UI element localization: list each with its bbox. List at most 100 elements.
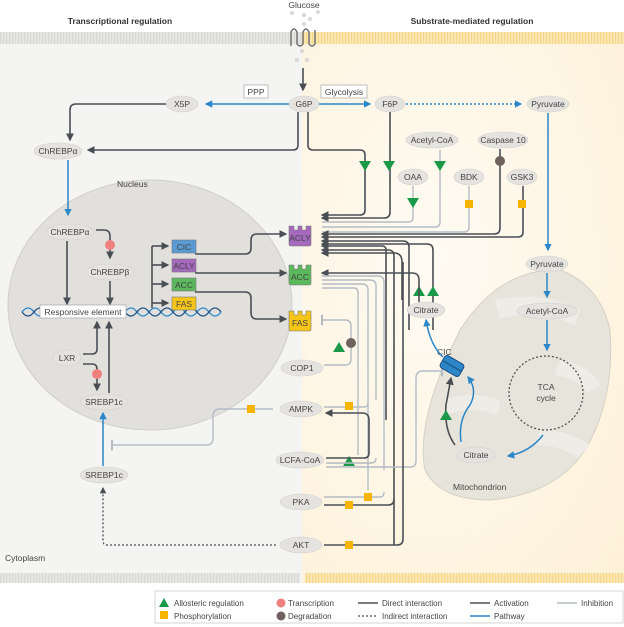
svg-text:F6P: F6P: [382, 99, 398, 109]
glucose-label: Glucose: [288, 0, 319, 10]
svg-text:G6P: G6P: [295, 99, 312, 109]
glucose-molecules: [290, 10, 320, 62]
svg-text:Pathway: Pathway: [494, 612, 525, 621]
svg-text:GSK3: GSK3: [511, 172, 534, 182]
svg-text:ACC: ACC: [175, 280, 193, 290]
node-pka: PKA: [279, 493, 323, 511]
node-lcfacoa: LCFA-CoA: [275, 451, 325, 469]
node-ampk: AMPK: [279, 400, 323, 418]
gene-acc: ACC: [152, 277, 197, 292]
legend-phosphorylation-icon: [160, 611, 168, 619]
gene-fas: FAS: [152, 296, 197, 311]
svg-text:Indirect interaction: Indirect interaction: [382, 612, 447, 621]
svg-text:BDK: BDK: [460, 172, 478, 182]
svg-text:Glycolysis: Glycolysis: [325, 87, 363, 97]
responsive-element-box: Responsive element: [39, 304, 127, 319]
legend: Allosteric regulation Phosphorylation Tr…: [154, 590, 624, 624]
phosphorylation-icon: [518, 200, 526, 208]
ppp-label-box: PPP: [243, 84, 269, 99]
nucleus-label: Nucleus: [117, 179, 148, 189]
svg-text:Degradation: Degradation: [288, 612, 332, 621]
svg-text:Citrate: Citrate: [463, 450, 488, 460]
svg-text:Citrate: Citrate: [413, 305, 438, 315]
node-srebp1c-cytoplasm: SREBP1c: [79, 466, 129, 484]
svg-text:Caspase 10: Caspase 10: [480, 135, 526, 145]
node-lxr: LXR: [52, 349, 82, 367]
cytoplasm-label: Cytoplasm: [5, 553, 45, 563]
header-substrate: Substrate-mediated regulation: [411, 16, 534, 26]
node-chrebpa-nucleus: ChREBPα: [45, 223, 95, 241]
enzyme-acly: ACLY: [288, 225, 312, 247]
svg-text:ChREBPα: ChREBPα: [51, 227, 90, 237]
svg-text:Pyruvate: Pyruvate: [530, 259, 564, 269]
allosteric-icon: [440, 410, 452, 420]
legend-degradation-icon: [276, 611, 286, 621]
enzyme-list: ACLY ACC FAS: [288, 225, 312, 332]
gene-cic: CIC: [152, 239, 197, 254]
svg-text:Acetyl-CoA: Acetyl-CoA: [526, 306, 569, 316]
degradation-icon: [495, 156, 505, 166]
node-acetylcoa-mitochondrion: Acetyl-CoA: [516, 302, 578, 320]
svg-text:CIC: CIC: [177, 242, 192, 252]
svg-text:FAS: FAS: [292, 318, 308, 328]
node-acetylcoa-cytoplasm: Acetyl-CoA: [405, 131, 459, 149]
svg-text:AKT: AKT: [293, 540, 310, 550]
svg-text:OAA: OAA: [404, 172, 422, 182]
svg-text:Pyruvate: Pyruvate: [531, 99, 565, 109]
node-akt: AKT: [279, 536, 323, 554]
svg-text:COP1: COP1: [290, 363, 313, 373]
phosphorylation-icon: [364, 493, 372, 501]
gene-list: CIC ACLY ACC FAS: [152, 239, 197, 311]
degradation-icon: [346, 338, 356, 348]
svg-text:PPP: PPP: [247, 87, 264, 97]
svg-text:ACLY: ACLY: [173, 261, 195, 271]
node-chrebpb: ChREBPβ: [85, 263, 135, 281]
node-g6p: G6P: [288, 95, 320, 113]
svg-text:Acetyl-CoA: Acetyl-CoA: [411, 135, 454, 145]
svg-text:LXR: LXR: [59, 353, 76, 363]
node-x5p: X5P: [165, 95, 199, 113]
node-citrate-mitochondrion: Citrate: [456, 446, 496, 464]
svg-text:Transcription: Transcription: [288, 599, 334, 608]
tca-label-1: TCA: [538, 382, 555, 392]
phosphorylation-icon: [465, 200, 473, 208]
phosphorylation-icon: [345, 402, 353, 410]
node-caspase10: Caspase 10: [477, 131, 529, 149]
svg-text:ChREBPα: ChREBPα: [39, 146, 78, 156]
enzyme-acc: ACC: [288, 264, 312, 286]
svg-text:Allosteric regulation: Allosteric regulation: [174, 599, 244, 608]
node-pyruvate-cytoplasm: Pyruvate: [526, 95, 570, 113]
svg-text:PKA: PKA: [292, 497, 309, 507]
mitochondrion-label: Mitochondrion: [453, 482, 507, 492]
svg-text:X5P: X5P: [174, 99, 190, 109]
phosphorylation-icon: [345, 541, 353, 549]
node-chrebpa-cytoplasm: ChREBPα: [33, 142, 83, 160]
nucleus: [7, 179, 293, 431]
phosphorylation-icon: [345, 501, 353, 509]
cic-label: CIC: [437, 347, 452, 357]
plasma-membrane-bottom-left: [0, 573, 300, 583]
glycolysis-label-box: Glycolysis: [320, 84, 368, 99]
tca-cycle: [508, 355, 584, 431]
svg-text:Inhibition: Inhibition: [581, 599, 613, 608]
svg-text:ChREBPβ: ChREBPβ: [91, 267, 130, 277]
gene-acly: ACLY: [152, 258, 197, 273]
svg-text:Direct interaction: Direct interaction: [382, 599, 442, 608]
plasma-membrane-top-left: [0, 32, 302, 44]
transcription-icon: [105, 240, 115, 250]
node-f6p: F6P: [374, 95, 406, 113]
node-bdk: BDK: [453, 168, 485, 186]
svg-text:LCFA-CoA: LCFA-CoA: [280, 455, 321, 465]
svg-text:SREBP1c: SREBP1c: [85, 470, 124, 480]
tca-label-2: cycle: [536, 393, 556, 403]
enzyme-fas: FAS: [288, 310, 312, 332]
svg-text:FAS: FAS: [176, 299, 192, 309]
svg-text:ACC: ACC: [291, 272, 309, 282]
header-transcriptional: Transcriptional regulation: [68, 16, 172, 26]
legend-transcription-icon: [276, 598, 286, 608]
plasma-membrane-top-right: [302, 32, 624, 44]
svg-text:Phosphorylation: Phosphorylation: [174, 612, 231, 621]
phosphorylation-icon: [247, 405, 255, 413]
plasma-membrane-bottom-right: [305, 573, 624, 583]
